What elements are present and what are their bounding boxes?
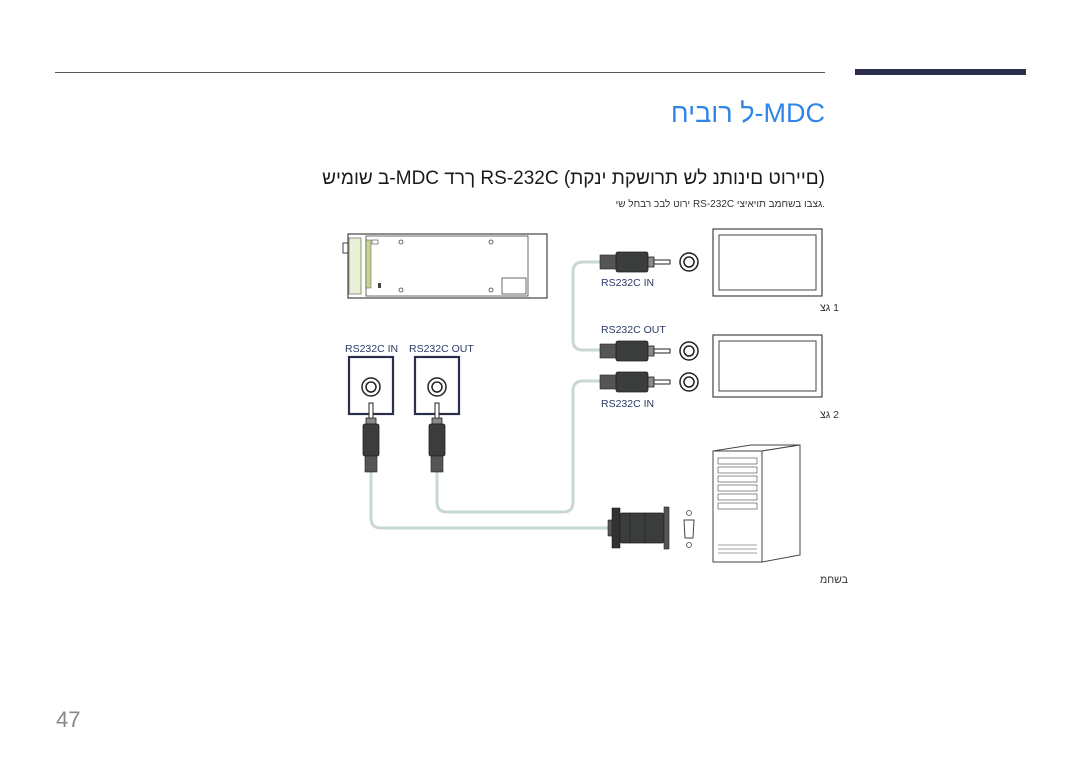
stereo-plug-vertical-out: [428, 402, 446, 473]
display-2-label: 2 גצ: [820, 409, 839, 421]
cable-in-to-display1: [571, 260, 605, 352]
display-back-panel: [342, 233, 548, 299]
cables: [369, 260, 610, 530]
section-title: MDC-ל רוביח: [670, 98, 825, 128]
subsection-title: (םיירוט םינותנ לש תרושקת ינקת) RS-232C ך…: [322, 168, 825, 189]
stereo-plug-display2-in: [599, 371, 671, 393]
panel-rs232c-in-label: RS232C IN: [345, 343, 398, 355]
display-1-monitor: [712, 228, 823, 297]
cable-pc-to-display-in: [369, 470, 610, 530]
cable-out-to-display2: [435, 379, 605, 514]
display-jacks: [679, 252, 699, 392]
stereo-plug-display1-in: [599, 251, 671, 273]
computer-tower: [712, 444, 801, 563]
stereo-plug-display2-out: [599, 340, 671, 362]
header-rule: [55, 72, 825, 73]
display2-rs232c-out-label: RS232C OUT: [601, 324, 666, 336]
display-2-monitor: [712, 334, 823, 398]
stereo-plug-vertical-in: [362, 402, 380, 473]
page-number: 47: [56, 707, 81, 732]
chapter-bar: [855, 69, 1026, 75]
panel-rs232c-out-label: RS232C OUT: [409, 343, 474, 355]
display-1-label: 1 גצ: [820, 302, 839, 314]
display1-rs232c-in-label: RS232C IN: [601, 277, 654, 289]
intro-text: .גצבו בשחמב תויאיצי RS-232C ירוט לבכ רבח…: [615, 199, 825, 210]
computer-label: בשחמ: [820, 574, 848, 586]
dsub-connector: [607, 506, 670, 550]
display2-rs232c-in-label: RS232C IN: [601, 398, 654, 410]
serial-port-icon: [683, 510, 695, 548]
